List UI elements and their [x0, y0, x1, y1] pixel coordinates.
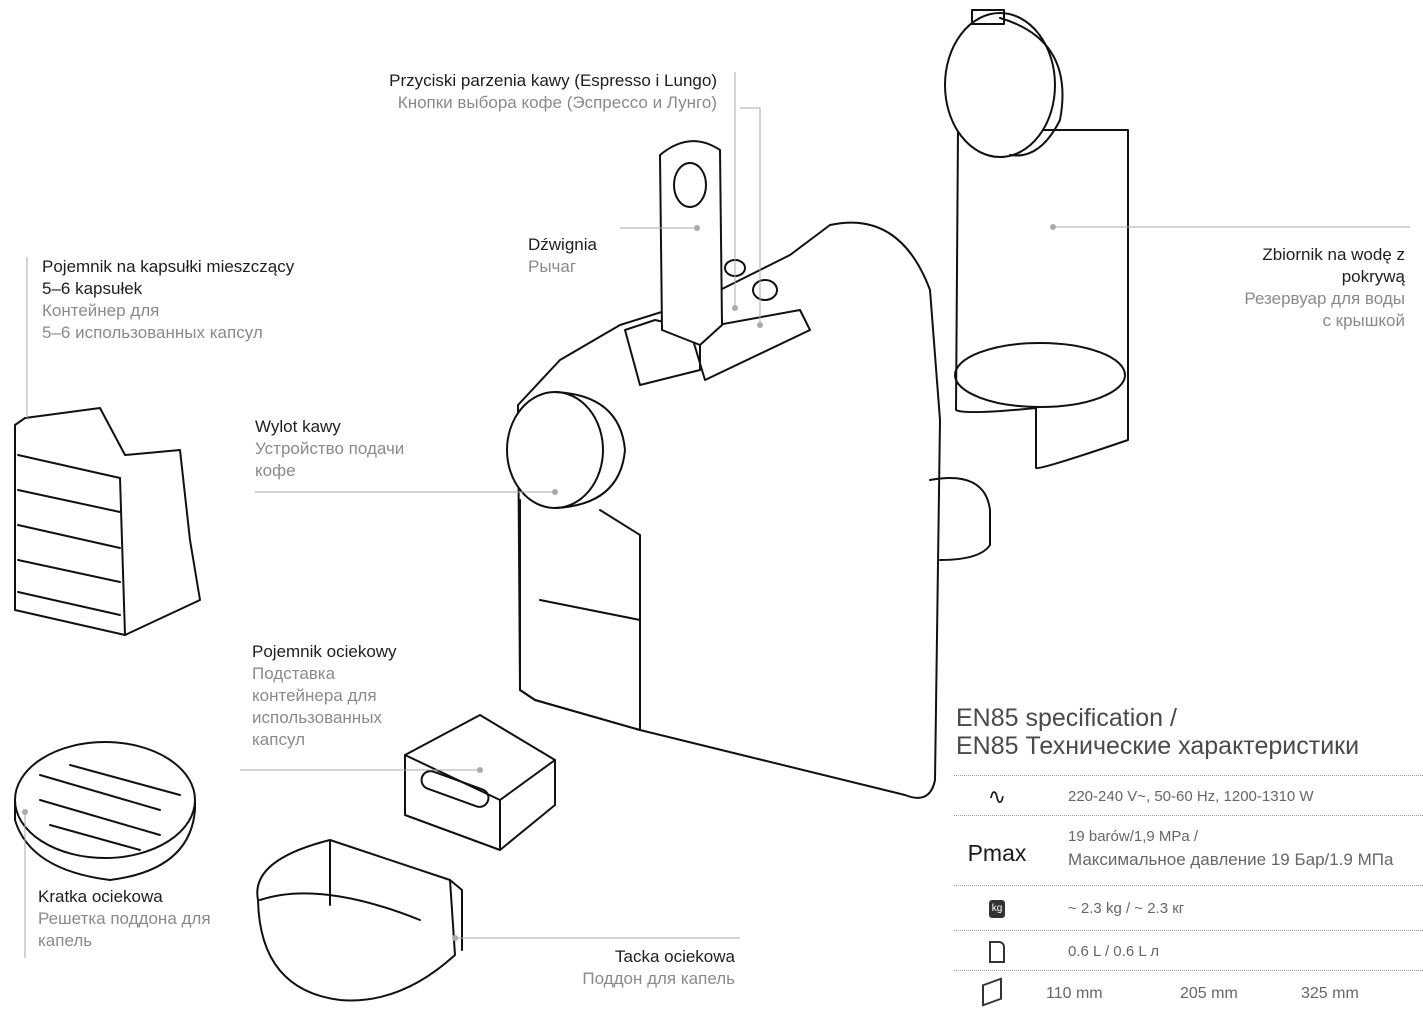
- lever-part: [659, 140, 723, 346]
- drip-container-part: [404, 714, 556, 851]
- dimensions-icon: [982, 977, 1002, 1008]
- pressure-icon: Pmax: [967, 840, 1027, 866]
- coffee-machine-body: [506, 221, 991, 799]
- drip-grid-part: [14, 741, 196, 881]
- drip-tray-part: [256, 839, 463, 1002]
- water-tank-icon: [954, 941, 1040, 968]
- spec-row-capacity: 0.6 L / 0.6 L л: [954, 930, 1423, 971]
- weight-icon: kg: [954, 898, 1040, 918]
- spec-row-weight: kg ~ 2.3 kg / ~ 2.3 кг: [954, 885, 1423, 931]
- water-tank-part: [944, 9, 1129, 470]
- spec-row-pressure: Pmax 19 barów/1,9 MPa / Максимальное дав…: [954, 815, 1423, 886]
- spec-row-dimensions: 110 mm 205 mm 325 mm: [954, 970, 1423, 1016]
- capsule-container-part: [14, 407, 201, 636]
- label-brew-buttons: Przyciski parzenia kawy (Espresso i Lung…: [389, 71, 717, 112]
- spec-title: EN85 specification /EN85 Технические хар…: [956, 704, 1360, 760]
- ac-power-icon: ∿: [987, 784, 1007, 809]
- spec-row-power: ∿ 220-240 V~, 50-60 Hz, 1200-1310 W: [954, 775, 1423, 816]
